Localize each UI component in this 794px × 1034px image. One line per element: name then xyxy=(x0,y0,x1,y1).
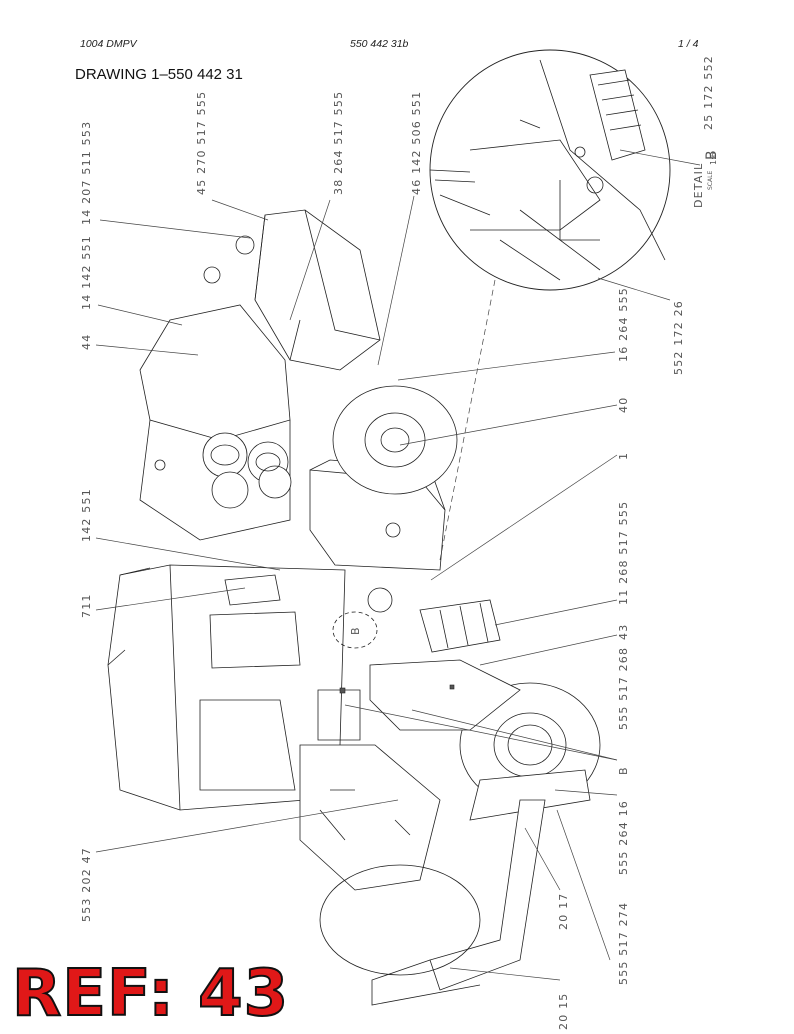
callout-1: 1 xyxy=(617,452,630,460)
callout-553-202-47: 553 202 47 xyxy=(80,847,93,922)
header-page-number: 1 / 4 xyxy=(678,38,699,50)
callout-b: B xyxy=(617,766,630,775)
callout-43: 43 xyxy=(617,624,630,640)
callout-labels: 14 207 511 553 45 270 517 555 38 264 517… xyxy=(80,55,715,1030)
header-doc-number: 550 442 31b xyxy=(350,38,409,50)
callout-20-15: 20 15 xyxy=(557,993,570,1031)
callout-555-517-268: 555 517 268 xyxy=(617,647,630,730)
ref-stamp: REF: 43 xyxy=(11,957,290,1031)
detail-scale-value: 1:6 xyxy=(709,152,718,165)
callout-142-551: 142 551 xyxy=(80,488,93,542)
callout-11-268-517-555: 11 268 517 555 xyxy=(617,501,630,605)
view-marker-letter: B xyxy=(349,626,362,635)
detail-leader xyxy=(439,279,496,561)
machine-illustration xyxy=(107,209,601,1006)
view-marker-ring xyxy=(332,611,378,649)
detail-label-text: DETAIL xyxy=(692,163,705,208)
callout-555-264-16: 555 264 16 xyxy=(617,800,630,875)
callout-711: 711 xyxy=(80,593,93,618)
callout-45-270-517-555: 45 270 517 555 xyxy=(195,91,208,195)
header-model: 1004 DMPV xyxy=(80,38,137,50)
callout-25-172-552: 25 172 552 xyxy=(702,55,715,130)
detail-b-label: DETAIL B SCALE 1:6 xyxy=(692,149,720,208)
callout-44: 44 xyxy=(80,334,93,350)
callout-46-142-506-551: 46 142 506 551 xyxy=(410,91,423,195)
callout-552-172-26: 552 172 26 xyxy=(672,300,685,375)
callout-38-264-517-555: 38 264 517 555 xyxy=(332,91,345,195)
detail-b-inset xyxy=(429,49,671,291)
callout-20-17: 20 17 xyxy=(557,893,570,931)
callout-40: 40 xyxy=(617,397,630,413)
drawing-title: DRAWING 1–550 442 31 xyxy=(75,66,243,83)
callout-14-142-551: 14 142 551 xyxy=(80,235,93,310)
detail-letter: B xyxy=(704,149,720,160)
detail-scale-label: SCALE xyxy=(707,171,714,190)
callout-16-264-555: 16 264 555 xyxy=(617,287,630,362)
callout-555-517-274: 555 517 274 xyxy=(617,902,630,985)
callout-14-207-511-553: 14 207 511 553 xyxy=(80,121,93,225)
callout-leaders xyxy=(95,149,701,981)
